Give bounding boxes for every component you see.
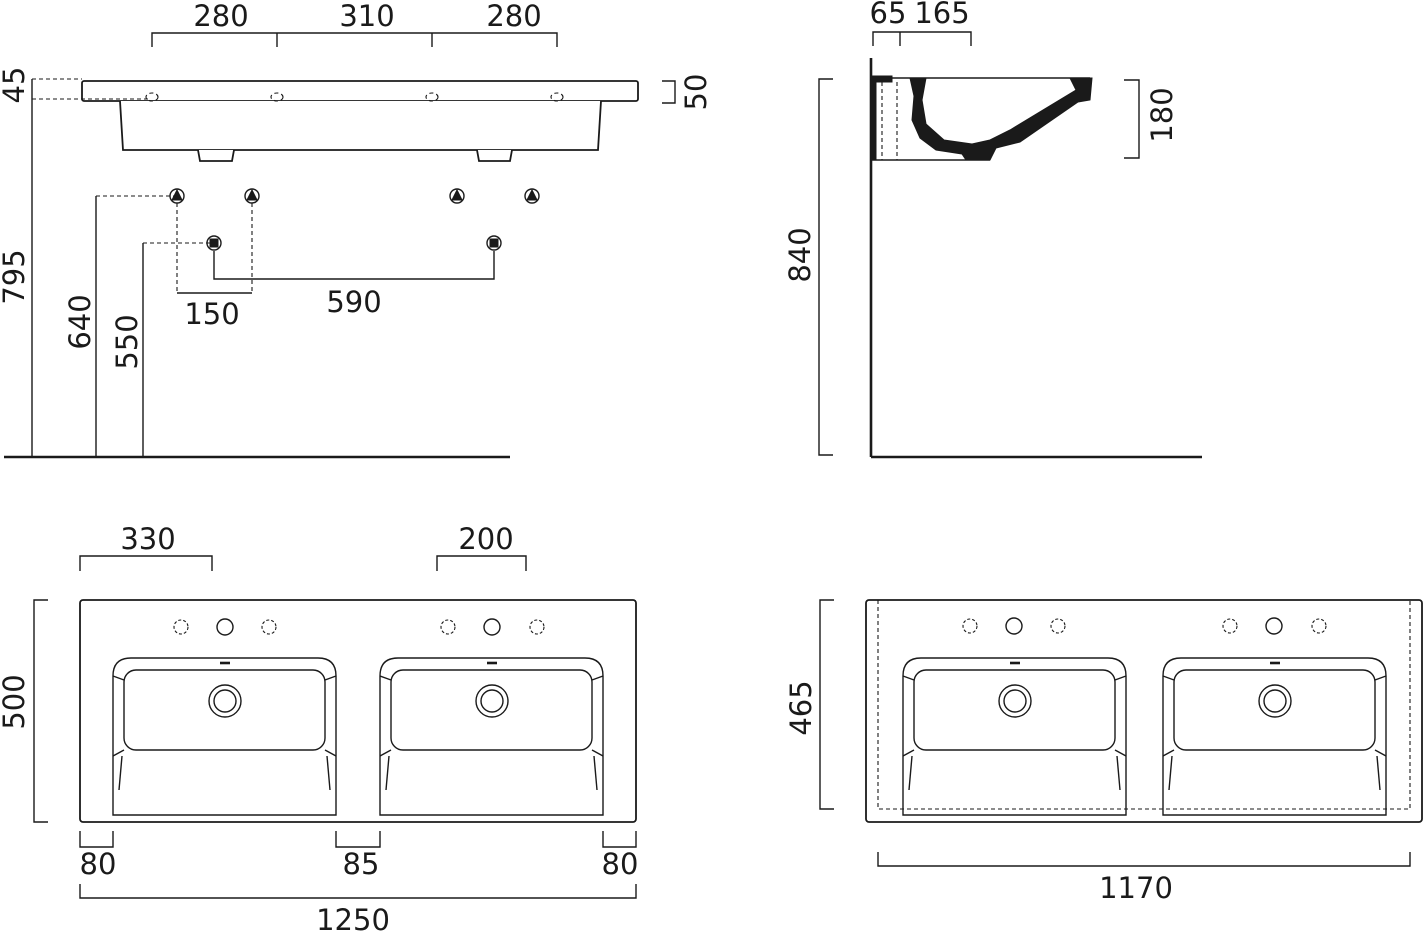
dim-tap-offset: 330 [120, 522, 175, 556]
tap-hole-optional [1222, 618, 1238, 634]
dim-top-offsets [872, 31, 972, 46]
tap-hole-optional [1311, 618, 1327, 634]
dim-depth: 500 [0, 674, 31, 729]
dim-depth-bracket [33, 599, 48, 823]
dim-offset-b: 165 [914, 0, 969, 30]
basin-body [119, 100, 602, 151]
tap-hole-optional [529, 619, 545, 635]
dim-line-590 [213, 251, 495, 280]
dim-total-width-bracket [79, 884, 637, 899]
countertop-outline [79, 599, 637, 823]
dim-waste-spacing: 590 [326, 285, 381, 319]
hidden-lines [881, 82, 898, 160]
basin-bowl-left [902, 657, 1127, 816]
dim-offset-a: 65 [870, 0, 907, 30]
tap-hole-hidden [270, 92, 284, 102]
dim-middle-gap-bracket [335, 831, 381, 848]
basin-bowl-left [112, 657, 337, 816]
dim-total-height: 795 [0, 249, 31, 304]
dim-total-width: 1250 [316, 903, 390, 932]
basin-section-profile [909, 77, 1093, 161]
dim-tap-offset-bracket [79, 555, 213, 571]
dim-top-thickness: 45 [0, 67, 31, 104]
dim-basin-depth: 180 [1145, 87, 1179, 142]
tap-hole [216, 618, 234, 636]
countertop-outline [865, 599, 1423, 823]
countertop-slab [81, 80, 639, 102]
dim-supply-spacing: 150 [184, 297, 239, 331]
dim-cutout-width: 1170 [1099, 871, 1173, 905]
tap-hole-hidden [550, 92, 564, 102]
dim-right-edge: 80 [602, 847, 639, 881]
dim-supply-height: 640 [63, 294, 97, 349]
dim-tap-spacing-bracket [436, 555, 527, 571]
waste-symbol [206, 235, 222, 251]
supply-symbol [449, 188, 465, 204]
dim-ext-150 [176, 203, 253, 293]
dim-left-edge-bracket [79, 831, 114, 848]
dim-total-height: 840 [783, 227, 817, 282]
dim-basin-depth-bracket [1124, 79, 1140, 159]
dim-top-spacing-2: 310 [339, 0, 394, 33]
top-plan-cutout-view: 465 1170 [784, 599, 1423, 905]
tap-hole-optional [173, 619, 189, 635]
tap-hole-hidden [145, 92, 159, 102]
dim-top-spacing-3: 280 [486, 0, 541, 33]
basin-bowl-right [379, 657, 604, 816]
drain-stub-left [197, 149, 235, 162]
tap-hole [1005, 617, 1023, 635]
dim-total-height-bracket [818, 78, 833, 456]
dim-right-edge-bracket [602, 831, 637, 848]
side-section-view: 65 165 180 840 [783, 0, 1202, 459]
drain-stub-right [476, 149, 513, 162]
tap-hole-hidden [425, 92, 439, 102]
waste-symbol [486, 235, 502, 251]
top-dimension-chain [151, 32, 558, 47]
dim-left-edge: 80 [80, 847, 117, 881]
dim-cutout-depth-bracket [819, 599, 834, 810]
dim-right-thickness: 50 [679, 74, 713, 111]
tap-hole-optional [440, 619, 456, 635]
tap-hole-optional [1050, 618, 1066, 634]
tap-hole [483, 618, 501, 636]
dim-top-spacing-1: 280 [193, 0, 248, 33]
tap-hole-optional [261, 619, 277, 635]
dim-cutout-width-bracket [877, 852, 1411, 867]
supply-symbol [244, 188, 260, 204]
dim-waste-height: 550 [110, 314, 144, 369]
tap-hole [1265, 617, 1283, 635]
dim-cutout-depth: 465 [784, 680, 818, 735]
front-elevation-view: 280 310 280 45 795 50 640 550 [0, 0, 713, 459]
supply-symbol [524, 188, 540, 204]
top-plan-view: 330 200 500 80 85 80 1250 [0, 522, 638, 932]
dim-middle-gap: 85 [343, 847, 380, 881]
dim-right-thickness-bracket [662, 80, 676, 104]
dim-tap-spacing: 200 [458, 522, 513, 556]
tap-hole-optional [962, 618, 978, 634]
supply-symbol [169, 188, 185, 204]
basin-bowl-right [1162, 657, 1387, 816]
